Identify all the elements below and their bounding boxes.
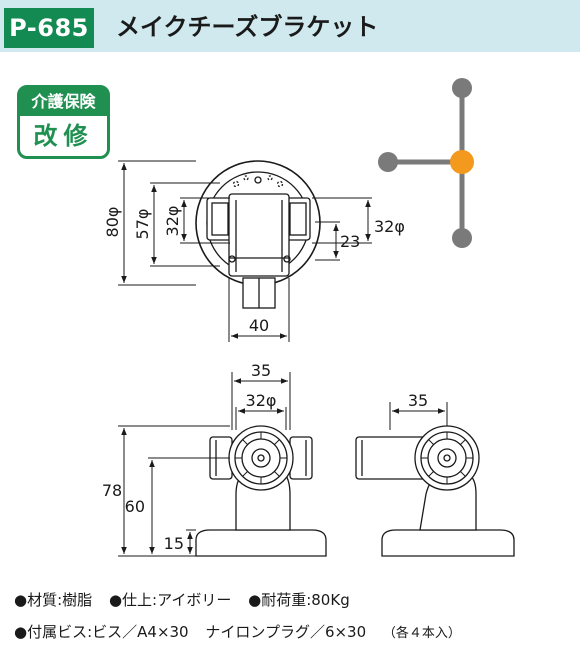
dim-80: 80φ [103, 207, 122, 238]
dim-32-side: 32φ [246, 391, 277, 410]
dim-57: 57φ [133, 209, 152, 240]
dim-35-back: 35 [408, 391, 428, 410]
care-badge-top: 介護保険 [20, 88, 107, 116]
center-body [228, 193, 290, 277]
care-insurance-badge: 介護保険 改修 [17, 85, 110, 159]
pipe-end-left [378, 152, 398, 172]
spec-line-1: ●材質:樹脂 ●仕上:アイボリー ●耐荷重:80Kg [14, 590, 362, 610]
care-badge-bottom: 改修 [33, 122, 94, 150]
dim-23: 23 [340, 232, 360, 251]
t-joint-pictogram [378, 78, 474, 248]
screw-hole [283, 255, 291, 263]
back-view [355, 425, 515, 557]
back-base [381, 529, 515, 557]
back-dimensions [389, 402, 448, 430]
dim-32-left: 32φ [163, 206, 182, 237]
dim-60: 60 [125, 497, 145, 516]
pipe-end-top [452, 78, 472, 98]
dim-35-side: 35 [251, 361, 271, 380]
right-socket-inner [289, 202, 307, 236]
dim-32-right: 32φ [374, 217, 405, 236]
dim-78: 78 [102, 481, 122, 500]
spec-finish: ●仕上:アイボリー [108, 591, 232, 609]
header-bar: P-685 メイクチーズブラケット [0, 0, 580, 52]
spec-plugs: ナイロンプラグ／6×30 [205, 623, 367, 641]
screw-hole [228, 255, 236, 263]
left-socket-inner [211, 202, 229, 236]
joint-point [450, 150, 474, 174]
front-dimensions [118, 160, 372, 342]
dim-40: 40 [249, 316, 269, 335]
spec-line-2: ●付属ビス:ビス／A4×30 ナイロンプラグ／6×30 （各４本入） [14, 622, 473, 644]
screw-hole [254, 176, 262, 184]
product-code: P-685 [4, 8, 94, 48]
side-view [195, 425, 327, 557]
spec-note: （各４本入） [382, 626, 461, 641]
side-dimensions [118, 372, 291, 557]
spec-material: ●材質:樹脂 [14, 591, 93, 609]
side-base [195, 529, 327, 557]
pipe-end-bottom [452, 228, 472, 248]
spec-screws: ●付属ビス:ビス／A4×30 [14, 623, 189, 641]
product-title: メイクチーズブラケット [116, 13, 379, 41]
spec-load: ●耐荷重:80Kg [248, 591, 350, 609]
dim-15: 15 [164, 534, 184, 553]
